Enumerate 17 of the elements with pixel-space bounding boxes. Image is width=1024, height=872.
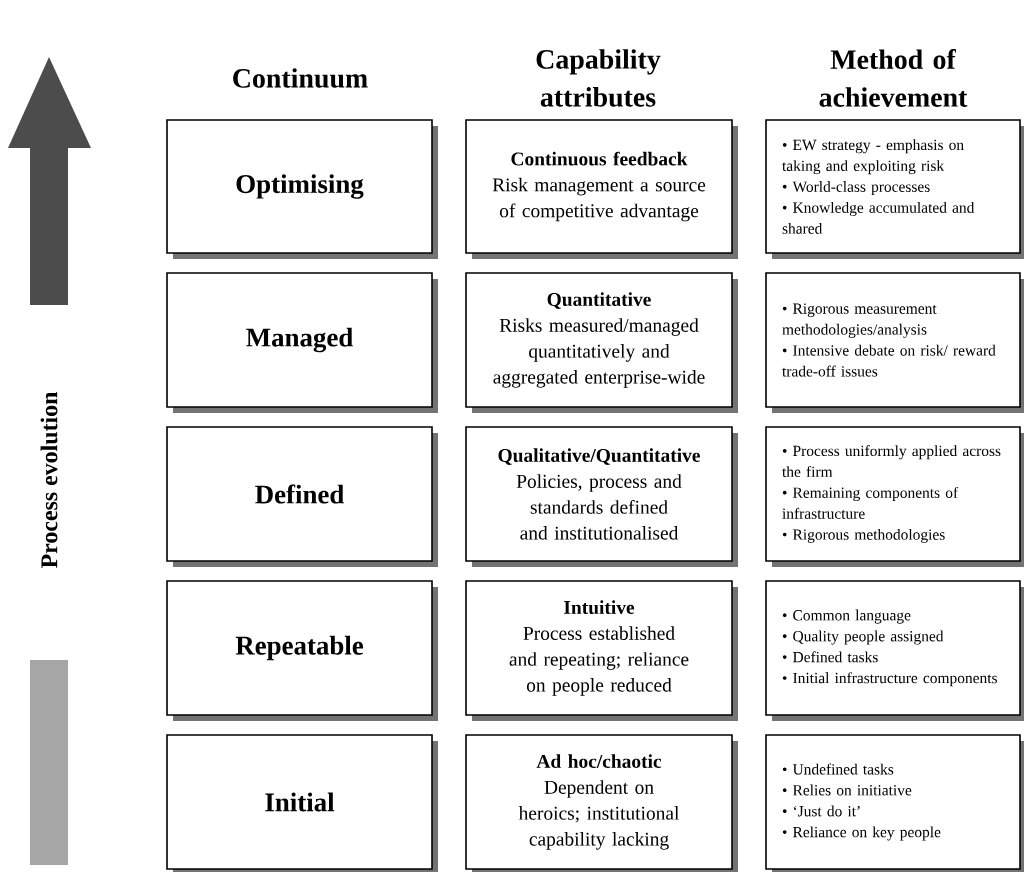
attribute-box: Ad hoc/chaotic Dependent on heroics; institutional capability lacking — [465, 734, 738, 872]
method-box: • Common language • Quality people assigned • Defined tasks • Initial infrastructure components — [765, 580, 1024, 721]
stage-box: Managed — [166, 272, 438, 413]
axis-label: Process evolution — [40, 391, 58, 569]
attribute-box: Continuous feedback Risk management a source of competitive advantage — [465, 119, 738, 259]
method-box: • Rigorous measurement methodologies/analysis • Intensive debate on risk/ reward trade-off issues — [765, 272, 1024, 413]
stage-box: Repeatable — [166, 580, 438, 721]
column-heading: Continuum — [233, 68, 368, 88]
attribute-box: Qualitative/Quantitative Policies, process and standards defined and institutionalised — [465, 426, 738, 567]
stage-box: Initial — [166, 734, 438, 872]
stage-box: Optimising — [166, 119, 438, 259]
stage-box: Defined — [166, 426, 438, 567]
attribute-box: Intuitive Process established and repeating; reliance on people reduced — [465, 580, 738, 721]
method-box: • Process uniformly applied across the firm • Remaining components of infrastructure • Rigorous methodologies — [765, 426, 1024, 567]
method-box: • EW strategy - emphasis on taking and exploiting risk • World-class processes • Knowledge accumulated and shared — [765, 119, 1024, 259]
method-box: • Undefined tasks • Relies on initiative • ‘Just do it’ • Reliance on key people — [765, 734, 1024, 872]
attribute-box: Quantitative Risks measured/managed quantitatively and aggregated enterprise-wide — [465, 272, 738, 413]
